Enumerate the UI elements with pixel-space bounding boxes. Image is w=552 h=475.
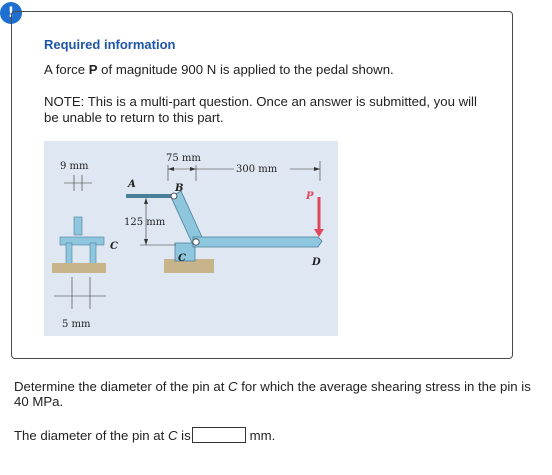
question-text-start: Determine the diameter of the pin at — [14, 379, 229, 394]
label-300mm: 300 mm — [236, 164, 278, 175]
dim-125-arrow-bottom — [144, 239, 148, 245]
required-info-title: Required information — [44, 37, 176, 52]
answer-label: The diameter of the pin at C is — [14, 428, 191, 443]
pedal-lever — [192, 236, 323, 248]
label-125mm: 125 mm — [124, 217, 166, 228]
pin-detail-ground — [52, 263, 106, 273]
support-bracket — [174, 242, 196, 262]
question-text: Determine the diameter of the pin at C f… — [14, 379, 534, 409]
dim-300-arrow-right — [314, 167, 320, 171]
pin-b — [170, 192, 178, 200]
pedal-figure: 9 mm 75 mm 300 mm 125 mm 5 mm A B C C D … — [44, 141, 338, 336]
dim-125-arrow-top — [144, 198, 148, 204]
label-75mm: 75 mm — [166, 153, 201, 164]
dim-75-arrow-right — [190, 167, 196, 171]
label-9mm: 9 mm — [60, 161, 89, 172]
link-rod-ab — [126, 194, 174, 198]
label-b: B — [174, 183, 183, 194]
label-5mm: 5 mm — [62, 319, 91, 330]
pin-detail-link — [73, 216, 83, 236]
pin-detail-bracket-right — [89, 242, 97, 266]
pin-c — [192, 238, 200, 246]
answer-label-point-c: C — [167, 427, 178, 443]
diameter-answer-input[interactable] — [191, 427, 246, 443]
answer-label-start: The diameter of the pin at — [14, 427, 168, 443]
problem-statement-text: A force — [44, 62, 89, 77]
question-point-c: C — [228, 379, 238, 394]
label-p: P — [305, 191, 314, 202]
dim-75-arrow-left — [168, 167, 174, 171]
question-text-end: for which the average shearing stress in… — [14, 379, 531, 409]
answer-unit: mm. — [249, 427, 276, 443]
pin-detail-bracket-left — [65, 242, 73, 266]
force-symbol: P — [88, 62, 98, 77]
problem-statement-text-end: of magnitude 900 N is applied to the ped… — [97, 62, 394, 77]
label-c-detail: C — [110, 241, 118, 252]
force-p-head — [314, 229, 324, 237]
answer-row: The diameter of the pin at C is mm. — [14, 427, 275, 443]
label-a: A — [127, 179, 136, 190]
pedal-ground — [164, 259, 214, 273]
pin-detail-shaft — [59, 236, 105, 246]
problem-statement: A force P of magnitude 900 N is applied … — [44, 62, 484, 78]
multi-part-note: NOTE: This is a multi-part question. Onc… — [44, 94, 477, 125]
answer-label-end: is — [177, 427, 191, 443]
required-info-box — [11, 11, 513, 359]
label-c: C — [178, 253, 186, 264]
label-d: D — [311, 257, 321, 268]
